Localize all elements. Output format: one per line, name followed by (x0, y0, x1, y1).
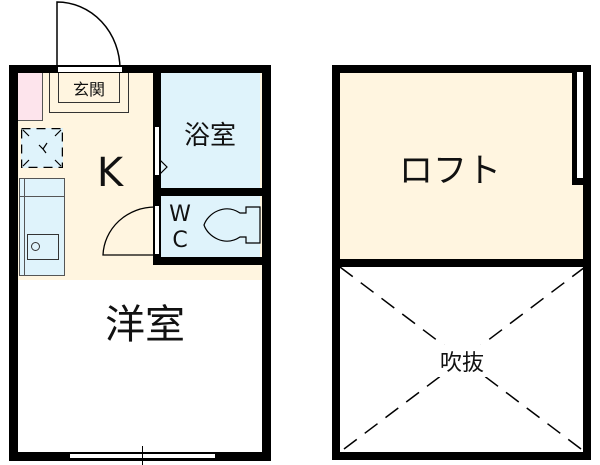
window-mark (142, 446, 143, 465)
sink-icon (27, 234, 59, 260)
wc-door[interactable] (155, 206, 159, 254)
kitchen-counter (19, 178, 65, 276)
washing-machine-space (20, 127, 64, 169)
genkan-area: 玄関 (49, 72, 129, 113)
wall (332, 259, 590, 267)
wall (9, 65, 271, 73)
loft-label: ロフト (399, 151, 501, 191)
toilet-icon (203, 206, 261, 244)
loft-area (340, 72, 585, 262)
wc-label-w: W (169, 202, 191, 227)
bathroom-door[interactable] (155, 127, 159, 175)
bathroom-door-marker-icon (160, 159, 168, 175)
wall (332, 65, 590, 73)
shoe-box (18, 72, 43, 121)
void-label: 吹抜 (432, 345, 492, 377)
entry-door-swing-icon (56, 1, 121, 70)
wc (161, 196, 260, 258)
western-room-label: 洋室 (105, 302, 185, 348)
wc-label-c: C (172, 228, 188, 253)
entry-door[interactable] (57, 66, 123, 73)
loft-ladder-opening (577, 72, 583, 178)
genkan-label: 玄関 (72, 80, 105, 99)
wall (153, 188, 270, 196)
washing-machine-icon (20, 127, 64, 169)
wall (332, 452, 590, 460)
wc-door-swing-icon (102, 206, 156, 256)
wall (9, 65, 18, 460)
bathroom (161, 72, 260, 190)
bathroom-label: 浴室 (183, 121, 236, 151)
kitchen-label: K (96, 150, 124, 196)
wall (153, 257, 270, 265)
